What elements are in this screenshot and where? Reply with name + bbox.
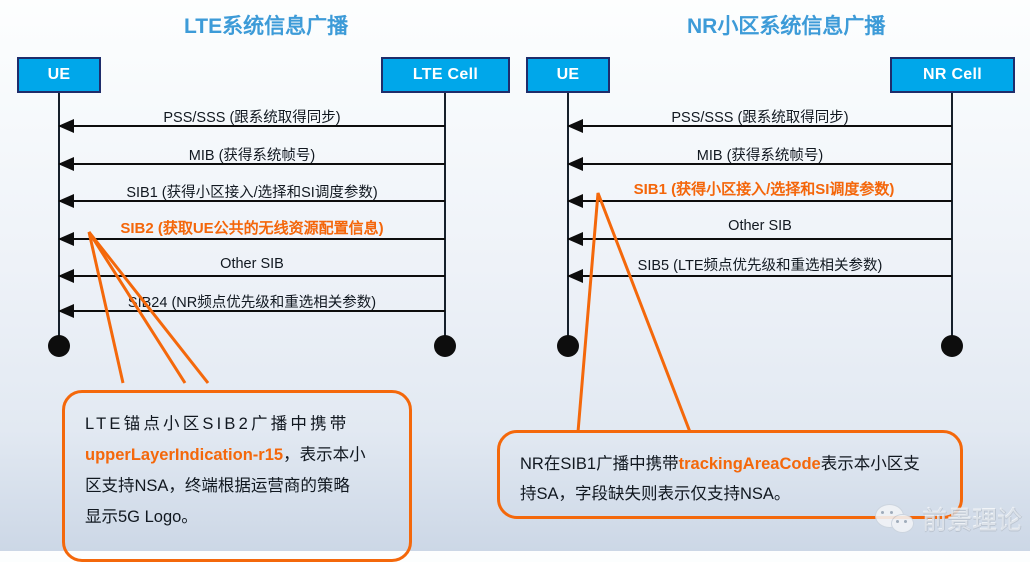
nr-callout-line2: 持SA，字段缺失则表示仅支持NSA。 — [520, 485, 791, 503]
lte-message-label-2: MIB (获得系统帧号) — [188, 148, 316, 164]
nr-cell-endpoint-dot — [941, 335, 963, 357]
lte-message-arrow-5 — [58, 269, 445, 283]
lte-message-label-4: SIB2 (获取UE公共的无线资源配置信息) — [120, 220, 384, 237]
lte-cell-lifeline — [444, 93, 446, 351]
lte-message-label-5: Other SIB — [220, 256, 284, 272]
nr-message-label-3: SIB1 (获得小区接入/选择和SI调度参数) — [633, 181, 895, 198]
lte-callout-line4: 显示5G Logo。 — [85, 508, 198, 526]
lte-ue-endpoint-dot — [48, 335, 70, 357]
lte-callout-line3: 区支持NSA，终端根据运营商的策略 — [85, 477, 350, 495]
nr-ue-endpoint-dot — [557, 335, 579, 357]
lte-ue-label: UE — [47, 66, 71, 83]
nr-message-label-1: PSS/SSS (跟系统取得同步) — [671, 110, 849, 126]
nr-callout-code: trackingAreaCode — [678, 455, 821, 473]
nr-message-label-5: SIB5 (LTE频点优先级和重选相关参数) — [637, 258, 883, 274]
lte-message-label-1: PSS/SSS (跟系统取得同步) — [163, 110, 341, 126]
nr-message-label-2: MIB (获得系统帧号) — [696, 148, 824, 164]
nr-cell-lifeline — [951, 93, 953, 351]
nr-ue-node[interactable]: UE — [526, 57, 610, 93]
lte-cell-label: LTE Cell — [412, 66, 479, 83]
nr-ue-label: UE — [556, 66, 580, 83]
lte-diagram-title: LTE系统信息广播 — [184, 15, 349, 38]
lte-ue-node[interactable]: UE — [17, 57, 101, 93]
lte-message-arrow-1 — [58, 119, 445, 133]
lte-callout-text: LTE锚点小区SIB2广播中携带 upperLayerIndication-r1… — [85, 409, 389, 533]
lte-message-arrow-4 — [58, 232, 445, 246]
lte-callout-line1: LTE锚点小区SIB2广播中携带 — [85, 415, 350, 433]
lte-message-arrow-2 — [58, 157, 445, 171]
watermark-text: 前景理论 — [921, 507, 1022, 535]
nr-message-arrow-4 — [567, 232, 952, 246]
lte-callout-line2-tail: ，表示本小 — [283, 446, 366, 464]
nr-callout-box: NR在SIB1广播中携带trackingAreaCode表示本小区支 持SA，字… — [497, 430, 963, 519]
nr-message-arrow-3 — [567, 194, 952, 208]
nr-message-arrow-2 — [567, 157, 952, 171]
nr-message-label-4: Other SIB — [728, 218, 792, 234]
nr-message-arrow-5 — [567, 269, 952, 283]
nr-callout-text: NR在SIB1广播中携带trackingAreaCode表示本小区支 持SA，字… — [520, 449, 940, 509]
lte-message-label-6: SIB24 (NR频点优先级和重选相关参数) — [127, 295, 377, 311]
nr-leader-line — [576, 192, 692, 433]
lte-ue-lifeline — [58, 93, 60, 351]
lte-callout-code: upperLayerIndication-r15 — [85, 446, 284, 464]
nr-cell-node[interactable]: NR Cell — [890, 57, 1015, 93]
nr-message-arrow-1 — [567, 119, 952, 133]
lte-cell-node[interactable]: LTE Cell — [381, 57, 510, 93]
nr-ue-lifeline — [567, 93, 569, 351]
lte-callout-box: LTE锚点小区SIB2广播中携带 upperLayerIndication-r1… — [62, 390, 412, 562]
lte-message-arrow-6 — [58, 304, 445, 318]
nr-callout-suffix: 表示本小区支 — [820, 455, 920, 473]
wechat-icon — [874, 504, 915, 534]
lte-message-arrow-3 — [58, 194, 445, 208]
lte-cell-endpoint-dot — [434, 335, 456, 357]
nr-cell-label: NR Cell — [923, 66, 982, 83]
nr-diagram-title: NR小区系统信息广播 — [687, 15, 886, 38]
nr-callout-prefix: NR在SIB1广播中携带 — [520, 455, 679, 473]
watermark: 前景理论 — [874, 501, 1022, 537]
lte-message-label-3: SIB1 (获得小区接入/选择和SI调度参数) — [126, 185, 378, 201]
